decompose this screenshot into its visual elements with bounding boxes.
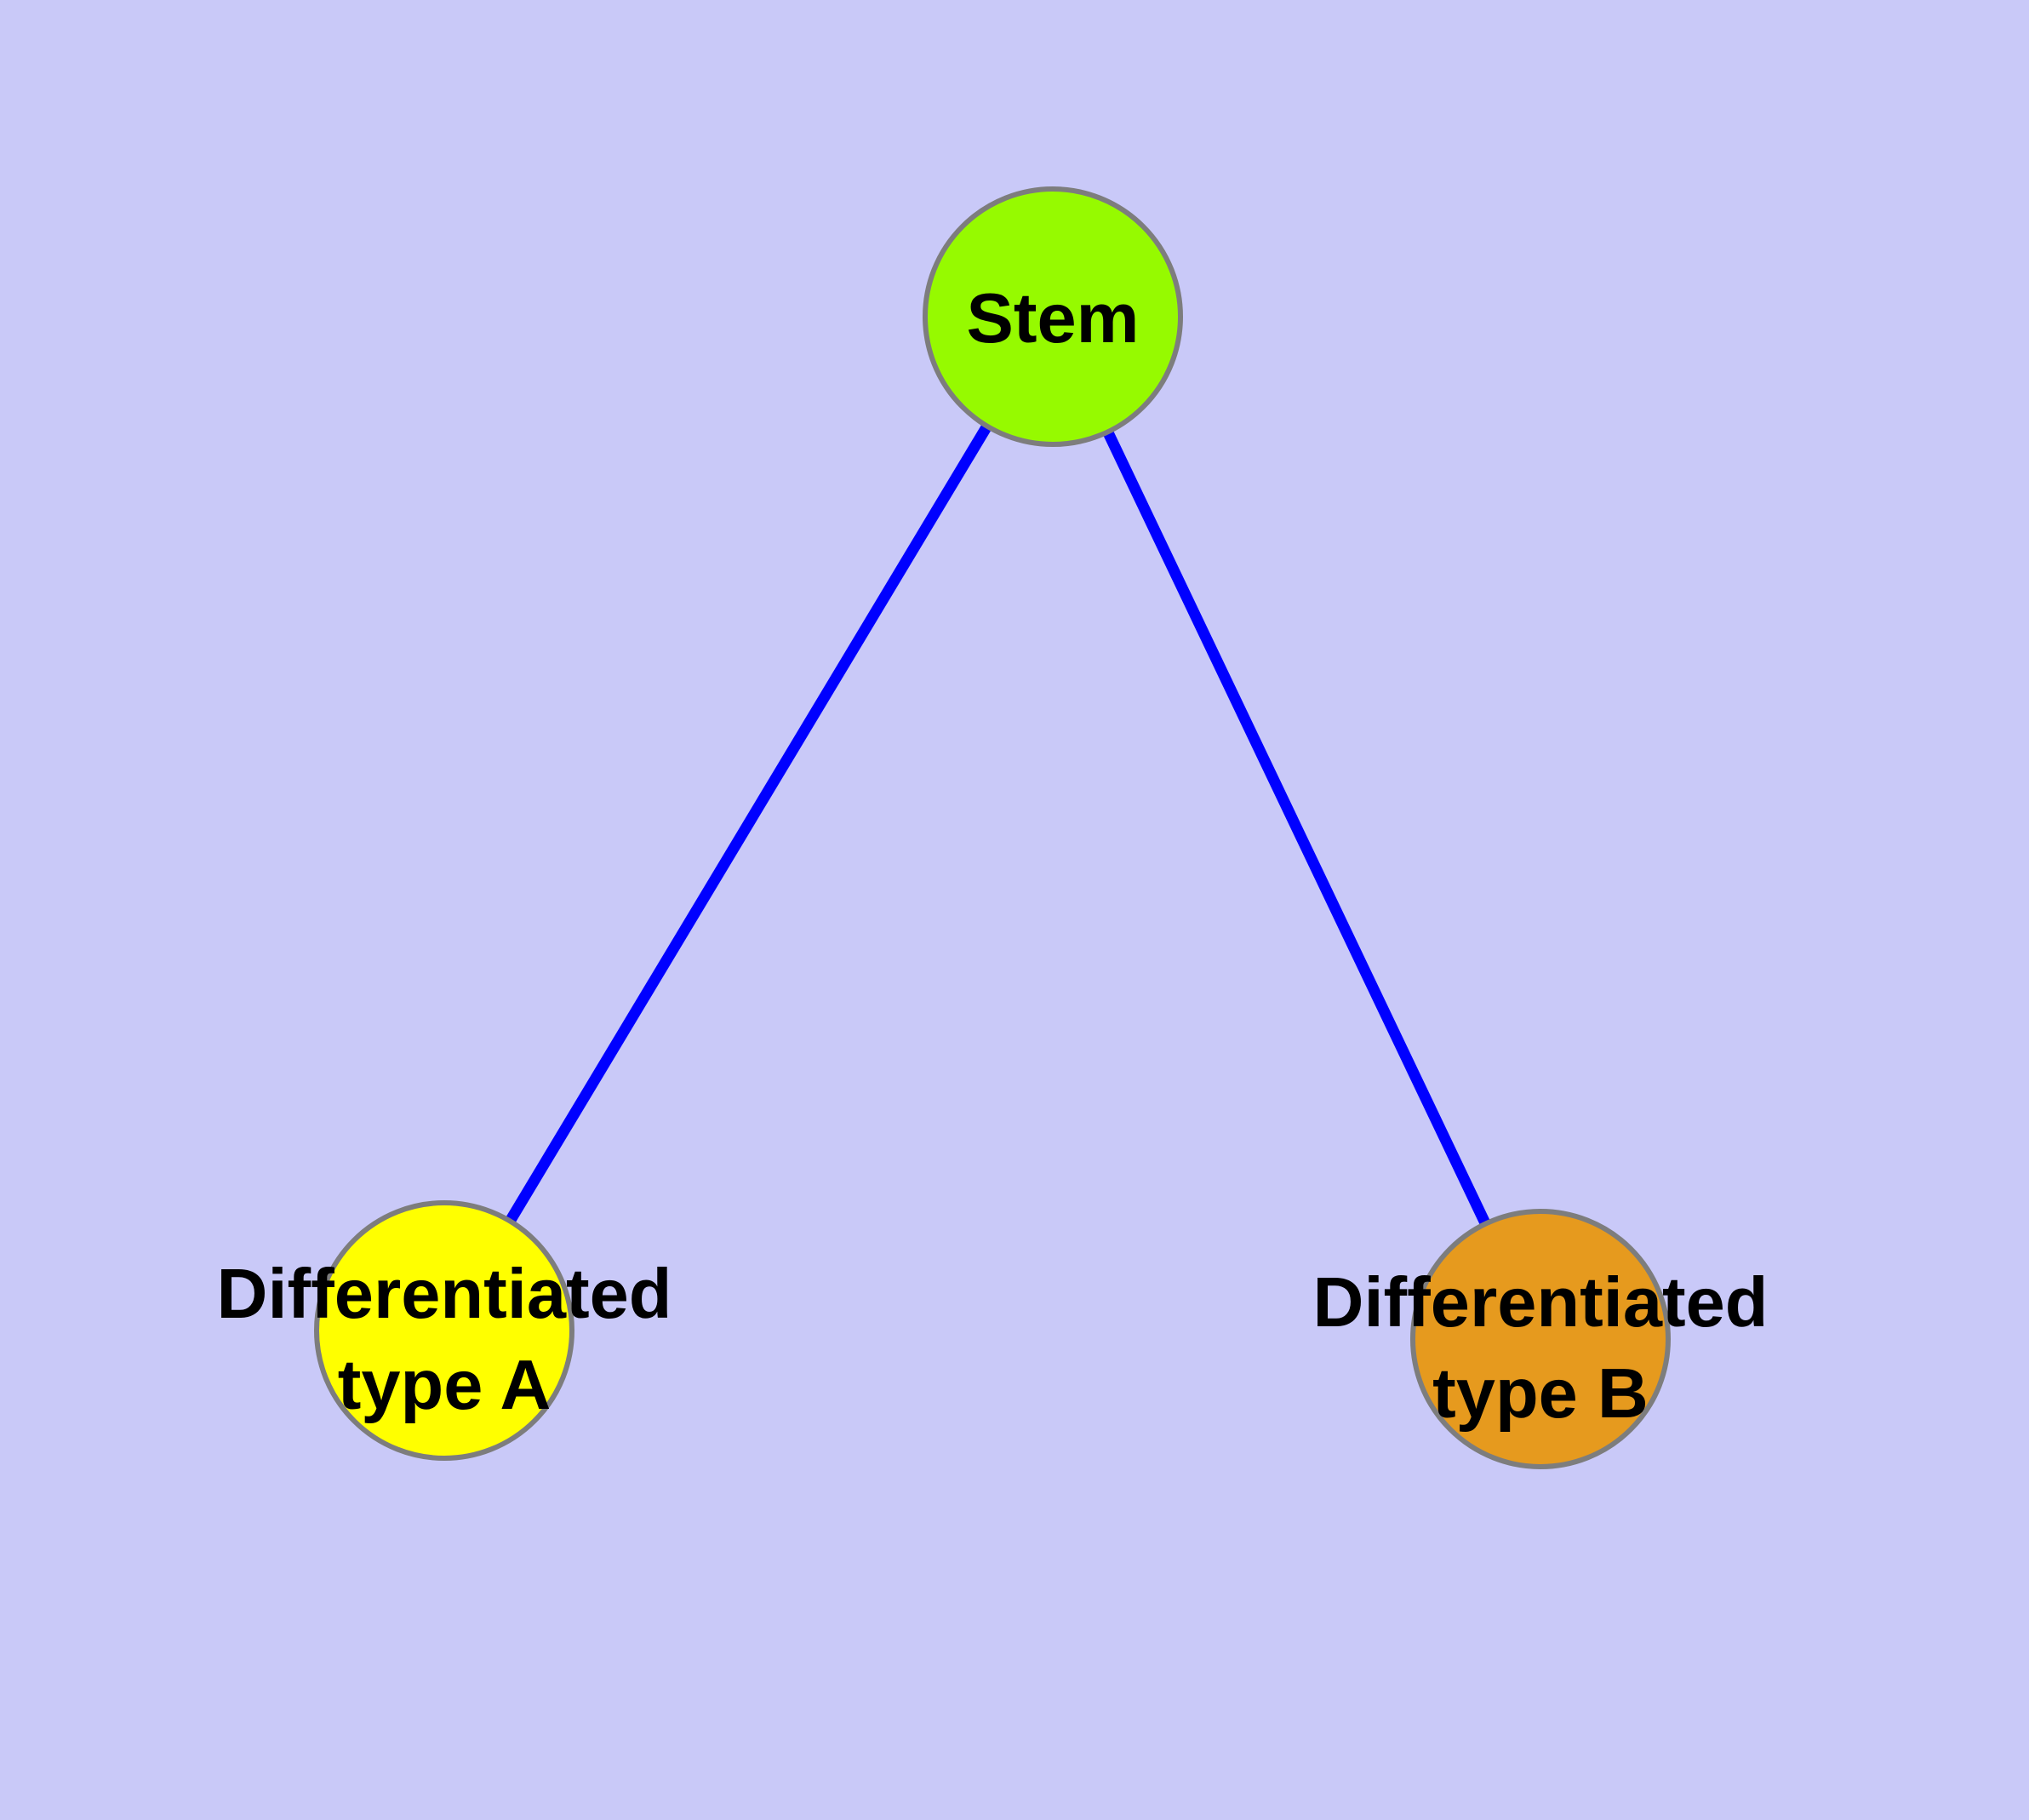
node-stem-circle[interactable] <box>923 186 1183 447</box>
edge-stem-to-type-a <box>439 313 1058 1334</box>
node-differentiated-type-b[interactable]: Differentiated type B <box>1313 1209 1769 1469</box>
node-stem[interactable]: Stem <box>923 186 1183 447</box>
edge-stem-to-type-b <box>1048 314 1546 1342</box>
node-differentiated-type-a-circle[interactable] <box>314 1200 574 1461</box>
node-differentiated-type-a[interactable]: Differentiated type A <box>217 1200 672 1461</box>
node-stem-label: Stem <box>967 278 1140 358</box>
node-differentiated-type-a-label-line2: type A <box>338 1345 552 1424</box>
node-differentiated-type-b-label-line2: type B <box>1432 1354 1649 1433</box>
node-differentiated-type-a-label-line1: Differentiated <box>217 1254 672 1333</box>
node-differentiated-type-b-label-line1: Differentiated <box>1313 1262 1769 1342</box>
node-differentiated-type-b-circle[interactable] <box>1410 1209 1671 1469</box>
